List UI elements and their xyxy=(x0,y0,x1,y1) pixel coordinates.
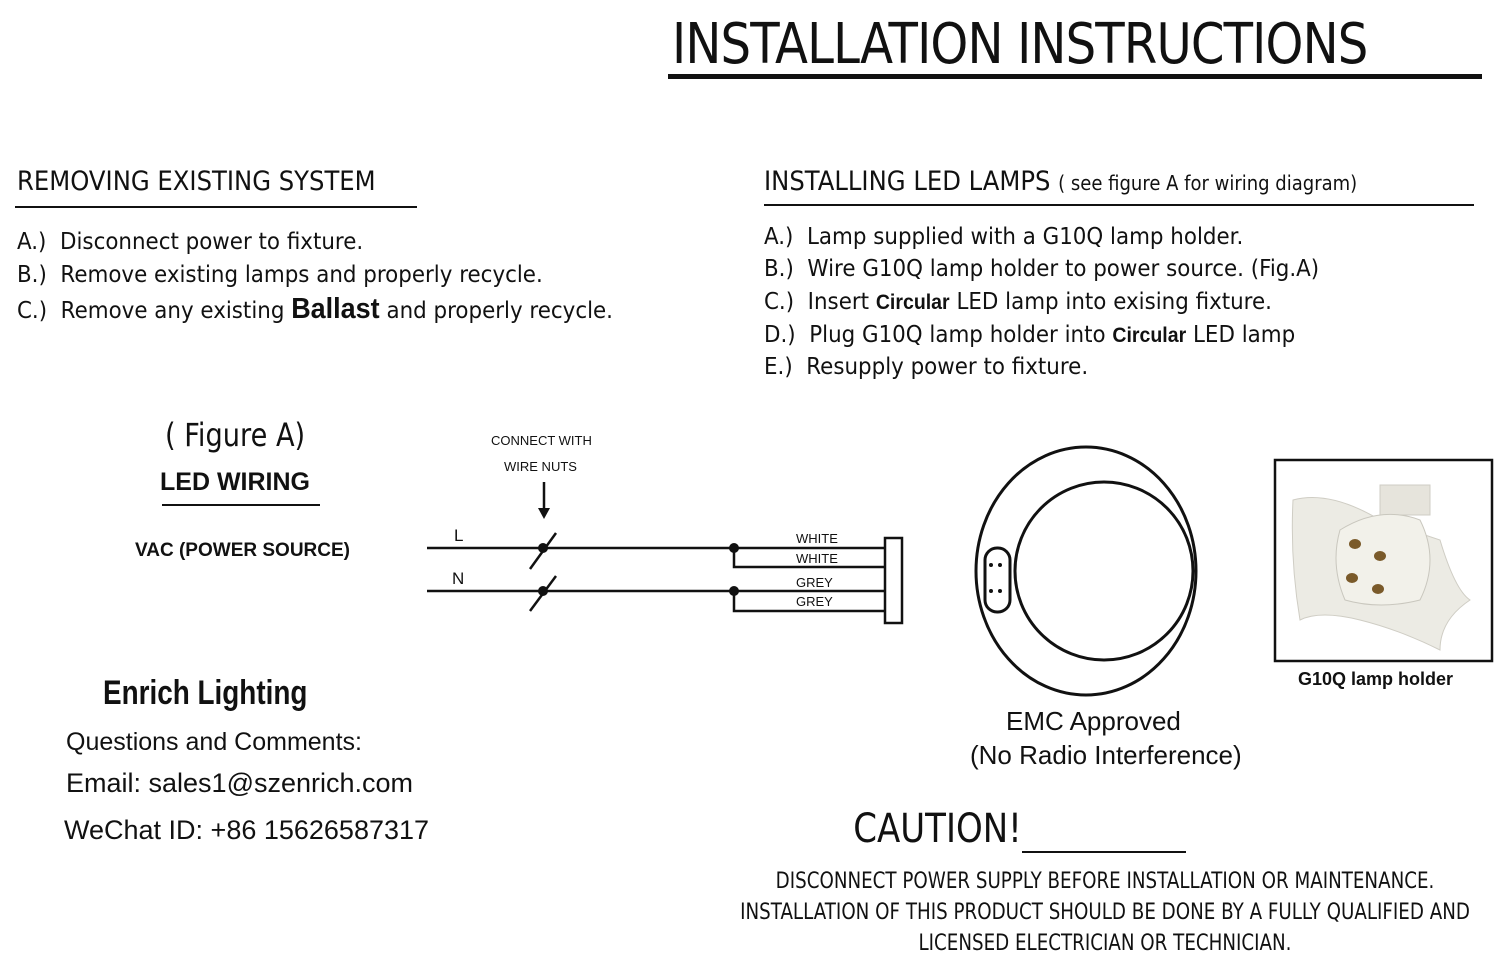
caution-line: DISCONNECT POWER SUPPLY BEFORE INSTALLAT… xyxy=(775,869,1435,894)
circular-lamp-icon xyxy=(974,445,1198,697)
questions-label: Questions and Comments: xyxy=(66,728,362,756)
removing-item-b: B.) Remove existing lamps and properly r… xyxy=(17,262,543,288)
removing-underline xyxy=(15,206,417,208)
connect-note-2: WIRE NUTS xyxy=(504,459,577,474)
figure-subtitle: LED WIRING xyxy=(160,468,310,496)
figure-subtitle-underline xyxy=(162,504,320,506)
installing-underline xyxy=(764,204,1474,206)
wechat-text: WeChat ID: +86 15626587317 xyxy=(64,815,430,845)
caution-underline xyxy=(1022,851,1186,853)
title-underline xyxy=(668,74,1482,79)
power-source-label: VAC (POWER SOURCE) xyxy=(135,540,350,561)
installing-item-a: A.) Lamp supplied with a G10Q lamp holde… xyxy=(764,224,1244,250)
installing-item-d: D.) Plug G10Q lamp holder into Circular … xyxy=(764,322,1296,348)
installing-heading: INSTALLING LED LAMPS ( see figure A for … xyxy=(764,166,1358,197)
wire-label: GREY xyxy=(796,575,833,590)
removing-item-c: C.) Remove any existing Ballast and prop… xyxy=(17,293,613,325)
line-n-label: N xyxy=(452,569,465,588)
installing-item-c: C.) Insert Circular LED lamp into exisin… xyxy=(764,289,1272,315)
figure-label: ( Figure A) xyxy=(165,416,306,454)
wire-label: GREY xyxy=(796,594,833,609)
wire-label: WHITE xyxy=(796,531,838,546)
lamp-holder-image xyxy=(1273,458,1494,663)
connect-note-1: CONNECT WITH xyxy=(491,433,592,448)
brand-name: Enrich Lighting xyxy=(103,674,308,712)
removing-item-a: A.) Disconnect power to fixture. xyxy=(17,229,364,255)
emc-label: EMC Approved xyxy=(1006,706,1181,736)
page-title: INSTALLATION INSTRUCTIONS xyxy=(672,12,1368,77)
emc-note: (No Radio Interference) xyxy=(970,740,1242,770)
caution-heading: CAUTION! xyxy=(853,806,1022,852)
lamp-holder-caption: G10Q lamp holder xyxy=(1298,669,1454,689)
installing-item-b: B.) Wire G10Q lamp holder to power sourc… xyxy=(764,256,1320,282)
removing-heading: REMOVING EXISTING SYSTEM xyxy=(17,166,376,197)
installing-item-e: E.) Resupply power to fixture. xyxy=(764,354,1089,380)
caution-line: LICENSED ELECTRICIAN OR TECHNICIAN. xyxy=(918,931,1292,956)
line-l-label: L xyxy=(454,526,464,545)
email-text[interactable]: Email: sales1@szenrich.com xyxy=(66,768,414,798)
wire-label: WHITE xyxy=(796,551,838,566)
caution-line: INSTALLATION OF THIS PRODUCT SHOULD BE D… xyxy=(740,900,1470,925)
